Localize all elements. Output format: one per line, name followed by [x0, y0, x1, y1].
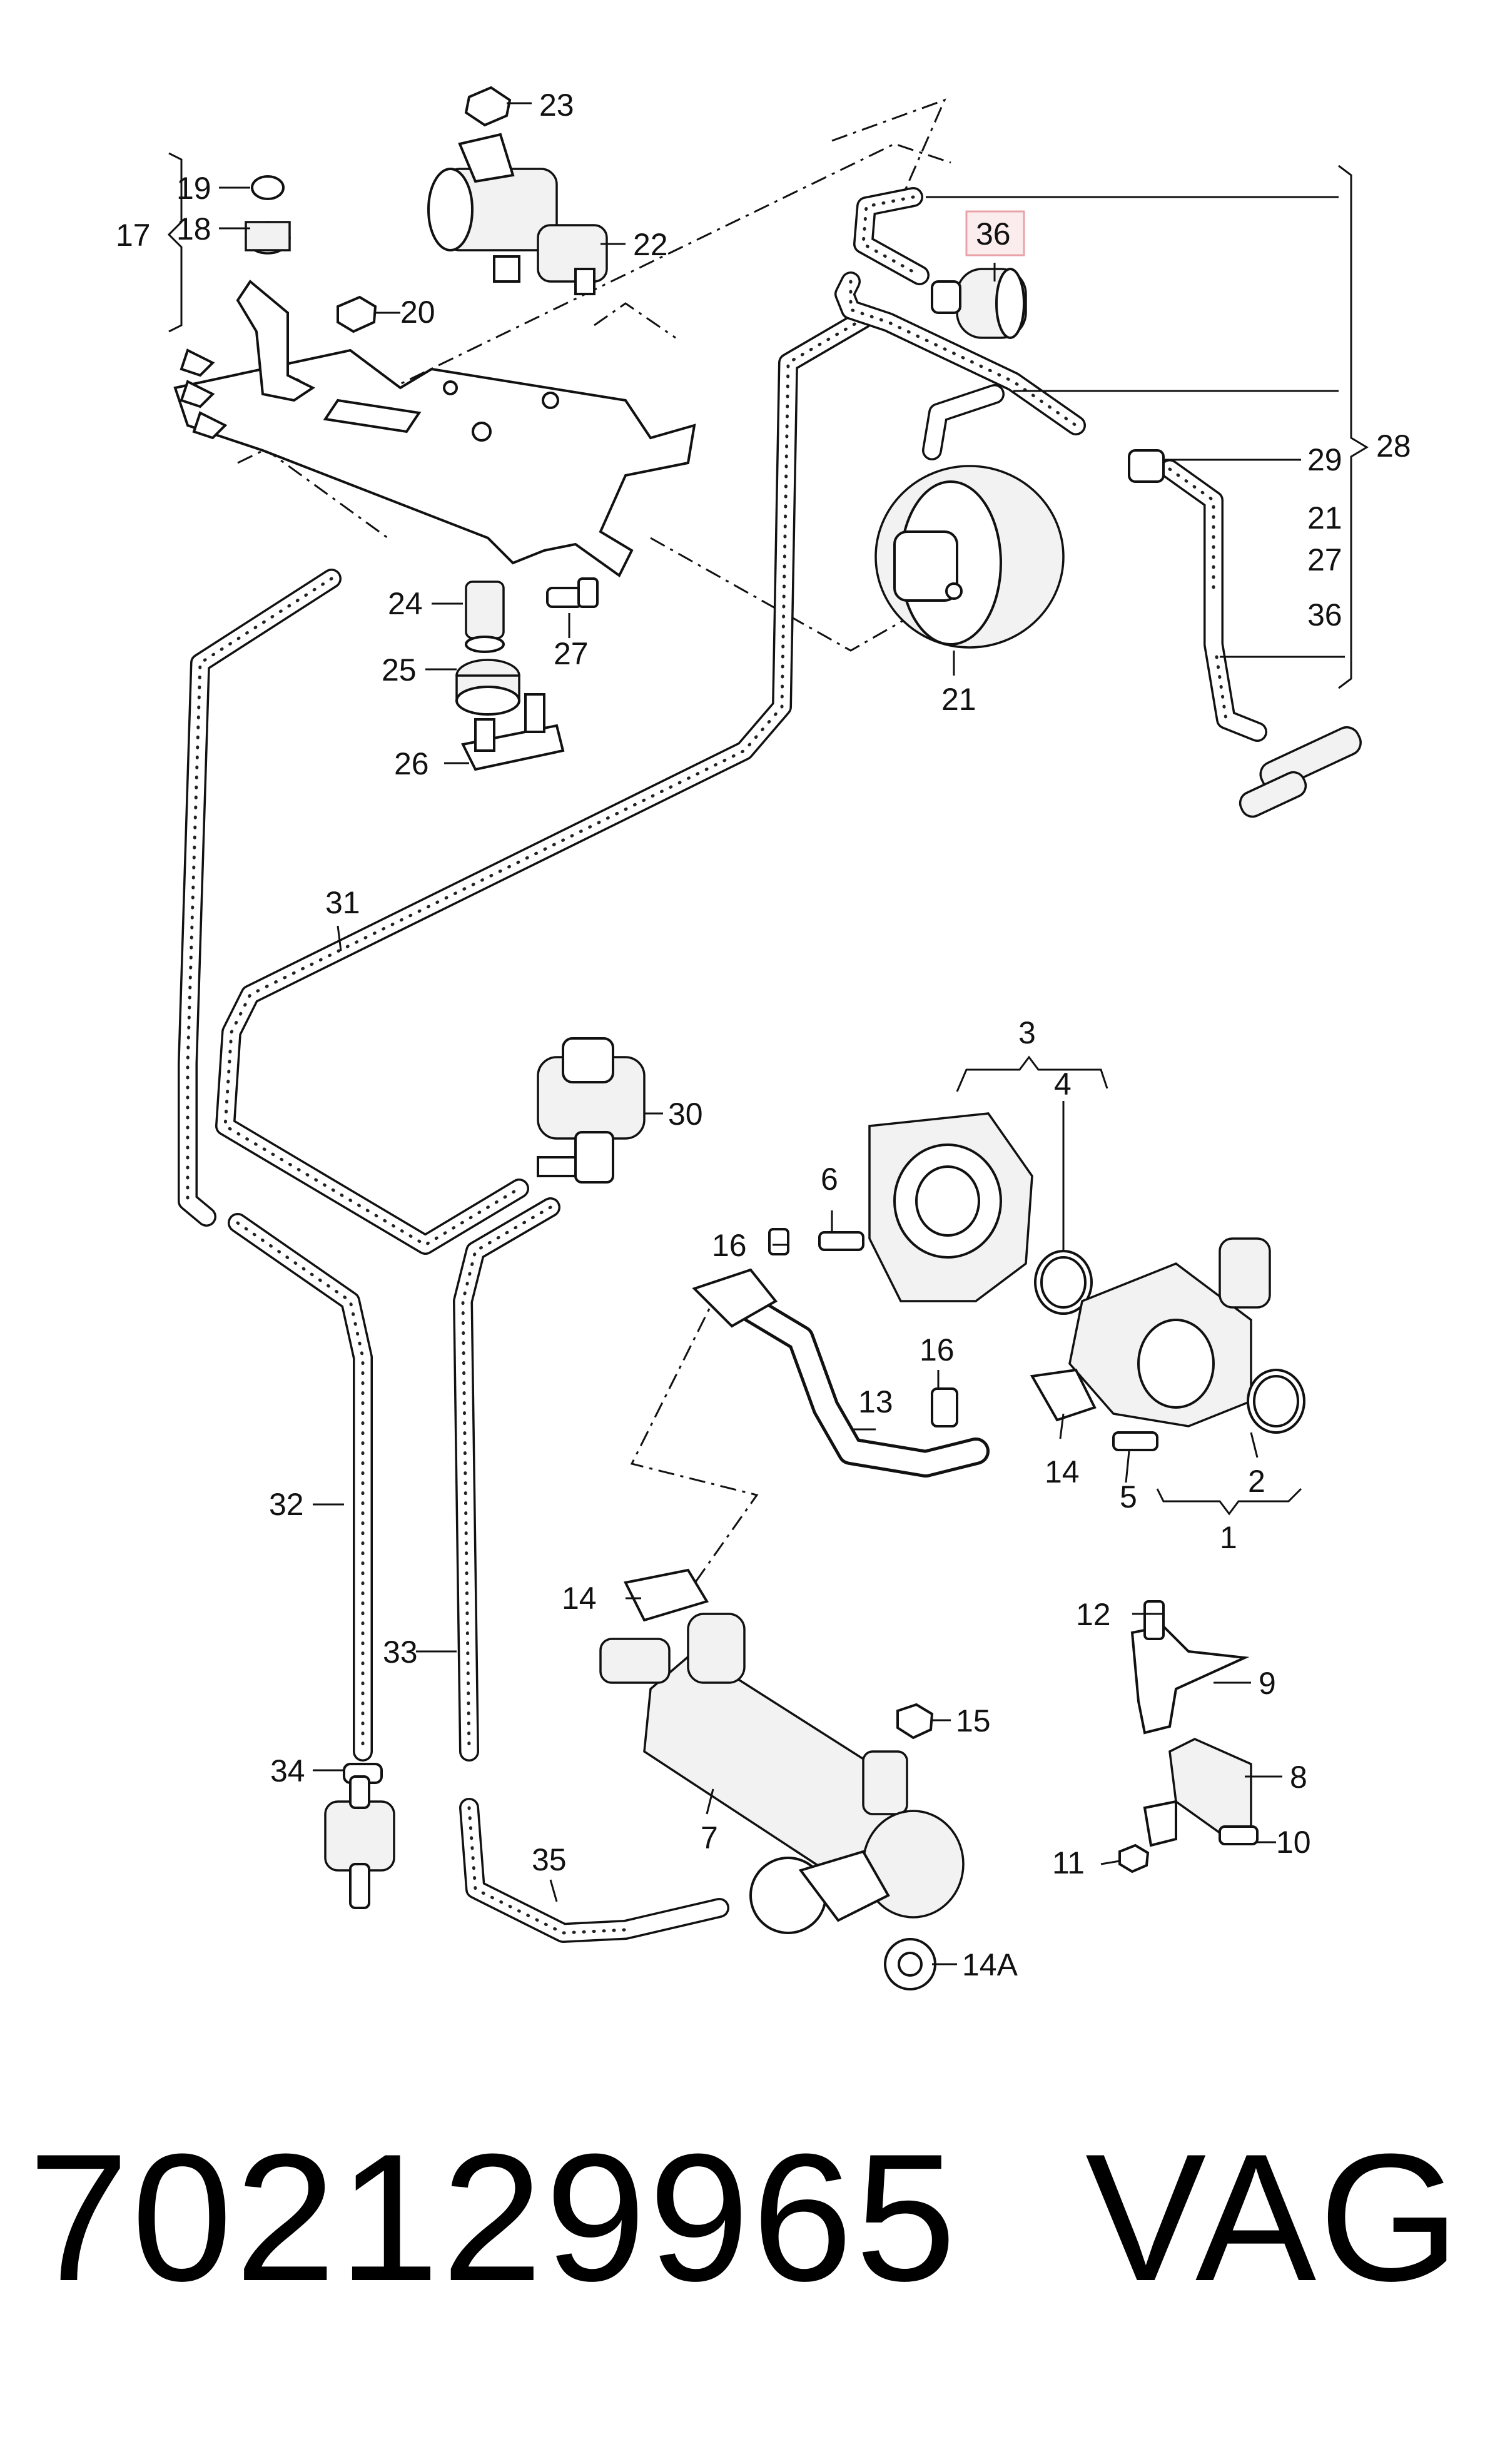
callout-33: 33	[383, 1635, 418, 1670]
callout-9: 9	[1259, 1666, 1276, 1701]
footer: 702129965 VAG	[0, 2114, 1500, 2321]
brand-name: VAG	[1085, 2116, 1462, 2319]
parts	[173, 86, 1362, 1990]
callout-8: 8	[1290, 1760, 1307, 1795]
callout-31: 31	[325, 885, 360, 920]
callout-19: 19	[176, 171, 211, 206]
callout-11: 11	[1052, 1845, 1085, 1880]
callout-22: 22	[633, 227, 668, 262]
callout-5: 5	[1120, 1479, 1137, 1514]
callout-2: 2	[1248, 1464, 1265, 1499]
callout-29: 29	[1307, 442, 1342, 477]
callout-27-top: 27	[554, 636, 589, 671]
callout-23: 23	[539, 88, 574, 123]
callout-24: 24	[388, 586, 423, 621]
callout-7: 7	[701, 1820, 718, 1855]
callout-14-right: 14	[1045, 1454, 1080, 1489]
callout-35: 35	[532, 1842, 567, 1877]
callout-12: 12	[1076, 1597, 1111, 1632]
callout-14-left: 14	[562, 1581, 597, 1616]
highlight-box	[965, 210, 1025, 256]
callout-10: 10	[1276, 1825, 1311, 1860]
callout-32: 32	[269, 1487, 304, 1522]
callout-15: 15	[956, 1703, 991, 1738]
callout-6: 6	[821, 1162, 838, 1197]
callout-36-set: 36	[1307, 597, 1342, 632]
callout-27-set: 27	[1307, 542, 1342, 577]
callout-14A: 14A	[962, 1947, 1018, 1982]
callout-28: 28	[1376, 428, 1411, 464]
callout-34: 34	[270, 1753, 305, 1788]
callout-16-middle: 16	[920, 1332, 955, 1367]
hoses	[178, 187, 1267, 1943]
callout-21-set: 21	[1307, 500, 1342, 535]
part-number: 702129965	[28, 2116, 959, 2319]
callout-25: 25	[382, 652, 417, 687]
callout-30: 30	[668, 1097, 703, 1132]
callout-20: 20	[400, 295, 435, 330]
callout-3: 3	[1018, 1015, 1036, 1050]
leader-lines	[167, 102, 1369, 1965]
callout-1: 1	[1220, 1520, 1237, 1555]
callout-17: 17	[116, 218, 151, 253]
callout-4: 4	[1054, 1067, 1072, 1102]
callout-18: 18	[176, 211, 211, 246]
callouts: 23 22 19 18 17 20 24 25 26 27 21 36 29 2…	[116, 88, 1411, 1982]
callout-26: 26	[394, 746, 429, 781]
callout-21-booster: 21	[941, 682, 976, 717]
callout-13: 13	[858, 1384, 893, 1419]
callout-36-highlighted: 36	[976, 216, 1011, 251]
callout-16-left: 16	[712, 1228, 747, 1263]
